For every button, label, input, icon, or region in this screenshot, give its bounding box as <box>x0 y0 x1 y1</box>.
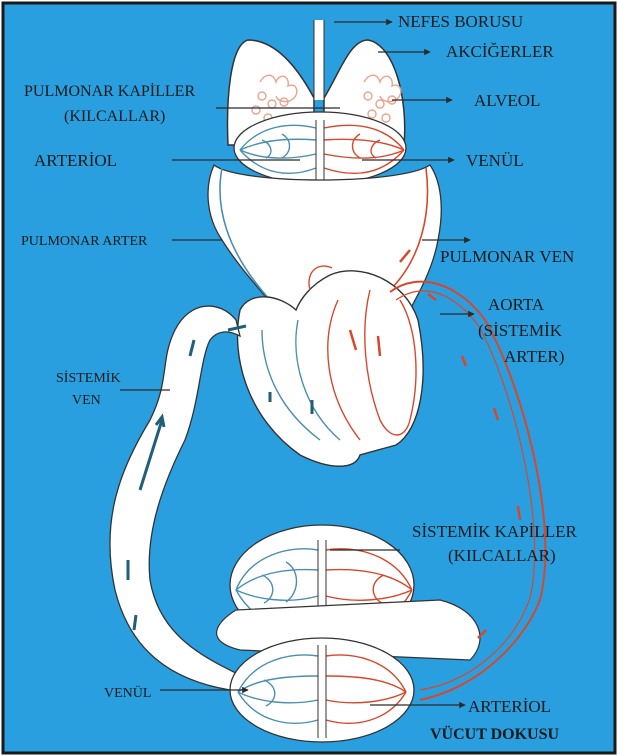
label-arteriol-bottom: ARTERİOL <box>468 697 551 716</box>
label-arteriol-top: ARTERİOL <box>34 151 117 170</box>
label-venul-top: VENÜL <box>466 151 524 170</box>
label-akcigerler: AKCİĞERLER <box>446 42 554 61</box>
label-aorta-arter: ARTER) <box>504 347 564 366</box>
label-pulmonar-arter: PULMONAR ARTER <box>21 234 148 249</box>
label-alveol: ALVEOL <box>474 91 540 110</box>
label-aorta-sistemik: (SİSTEMİK <box>478 321 563 340</box>
label-aorta: AORTA <box>488 295 545 314</box>
label-venul-bottom: VENÜL <box>104 684 151 701</box>
label-pulmonar-kapiller-kilcallar: (KILCALLAR) <box>64 108 165 125</box>
label-sistemik-kapiller-kilcallar: (KILCALLAR) <box>448 546 556 565</box>
label-nefes-borusu: NEFES BORUSU <box>398 12 523 31</box>
label-vucut-dokusu: VÜCUT DOKUSU <box>430 725 560 743</box>
label-sistemik-ven-2: VEN <box>72 393 101 408</box>
label-pulmonar-ven: PULMONAR VEN <box>440 247 574 266</box>
label-sistemik-ven: SİSTEMİK <box>56 370 121 386</box>
label-sistemik-kapiller: SİSTEMİK KAPİLLER <box>412 522 577 541</box>
pulmonary-capillary-bed <box>234 112 406 184</box>
label-pulmonar-kapiller: PULMONAR KAPİLLER <box>24 82 195 100</box>
systemic-capillary-bed-lower <box>230 638 414 742</box>
